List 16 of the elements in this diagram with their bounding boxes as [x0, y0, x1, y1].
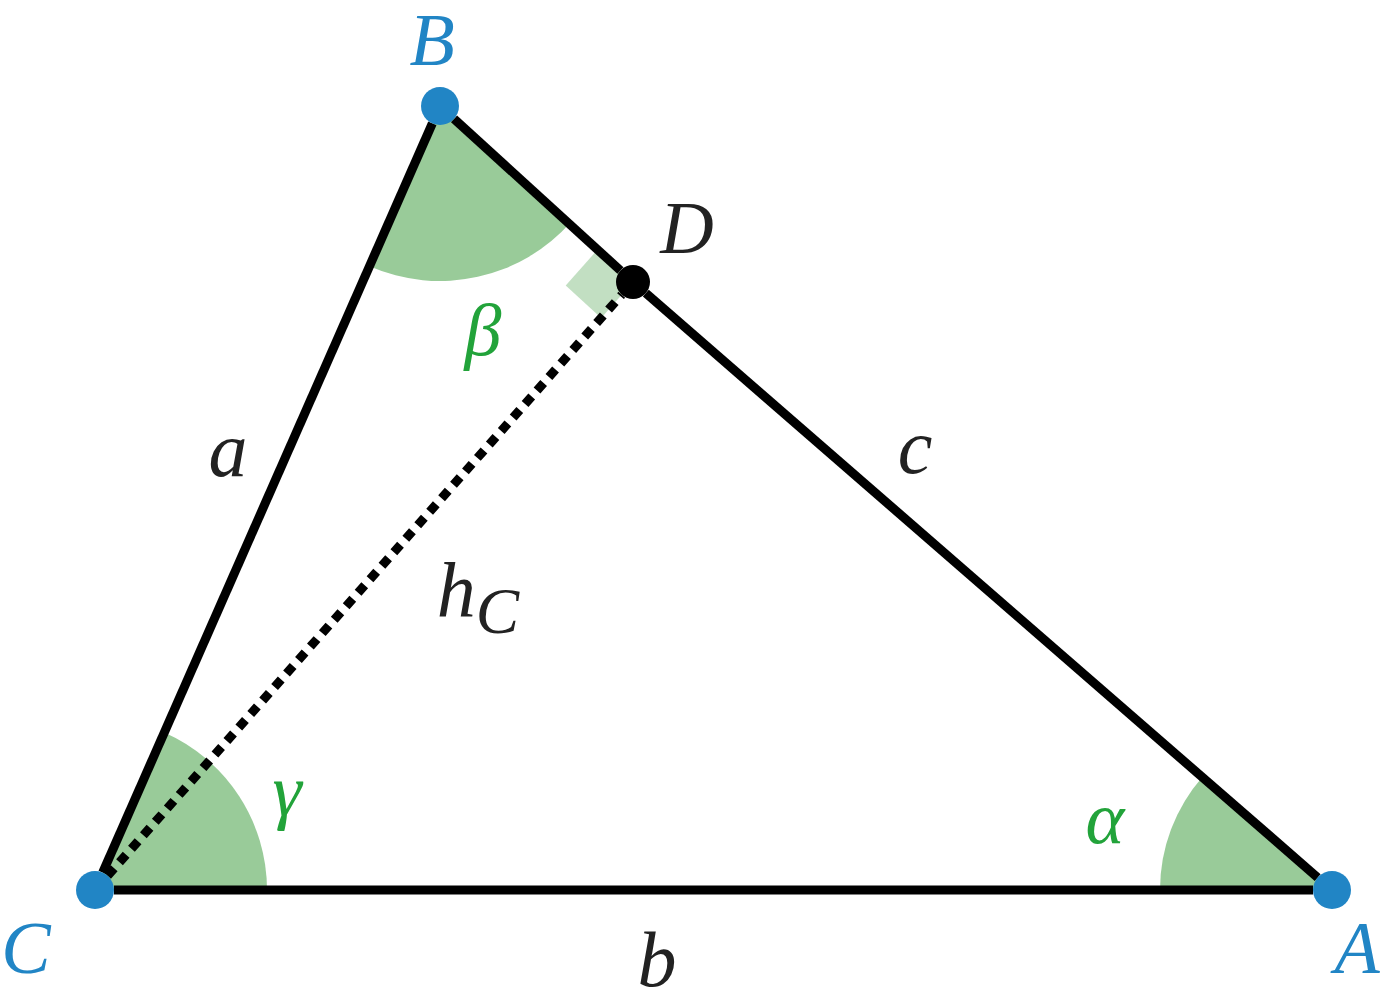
edge-label: h$_{C}$ [436, 551, 520, 645]
triangle-side [114, 885, 1313, 895]
point-marker [421, 87, 459, 125]
altitude-line [104, 291, 626, 879]
point-label: B [409, 3, 455, 77]
edge-label: c [897, 408, 933, 486]
triangle-side [451, 115, 624, 274]
triangle-side [98, 121, 437, 875]
edge-label: b [637, 921, 677, 989]
point-marker [76, 871, 114, 909]
point-label: D [660, 191, 714, 265]
point-marker [1313, 871, 1351, 909]
point-label: C [1, 911, 51, 985]
triangle-side [642, 289, 1321, 881]
edge-label: a [208, 411, 248, 489]
angle-label: α [1085, 781, 1125, 855]
